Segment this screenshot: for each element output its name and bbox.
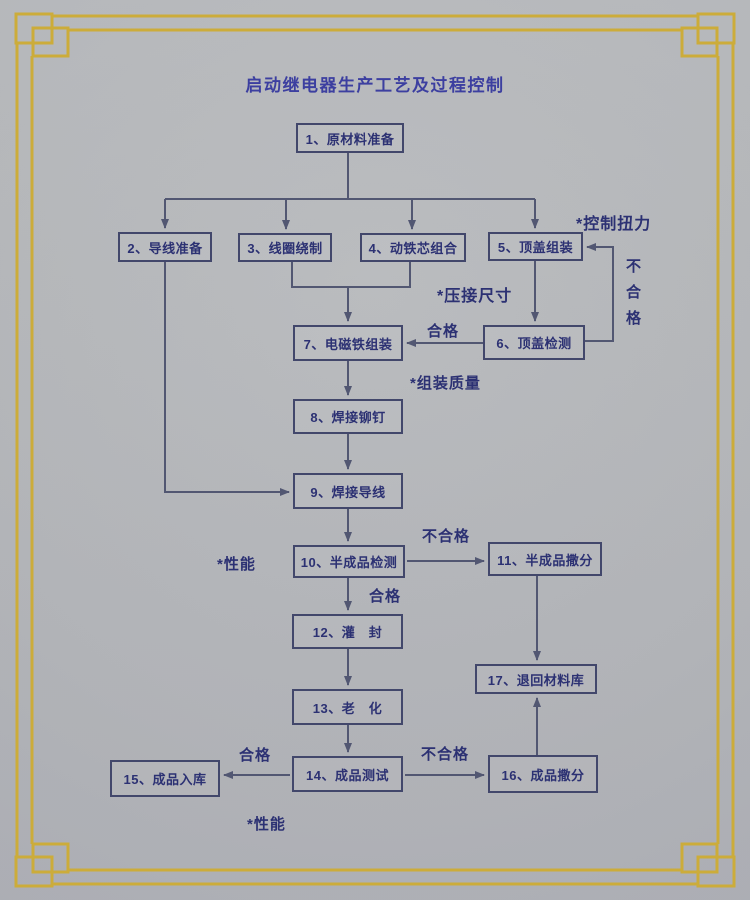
node-12-potting: 12、灌 封 (292, 614, 403, 649)
node-1-raw-material-prep: 1、原材料准备 (296, 123, 404, 153)
node-10-semi-product-test: 10、半成品检测 (293, 545, 405, 578)
label-crimp-size: *压接尺寸 (437, 288, 513, 305)
label-performance-final: *性能 (247, 816, 286, 833)
node-14-final-product-test: 14、成品测试 (292, 756, 403, 792)
node-6-top-cover-inspection: 6、顶盖检测 (483, 325, 585, 360)
node-15-final-product-storage: 15、成品入库 (110, 760, 220, 797)
label-performance-semi: *性能 (217, 556, 256, 573)
connector-n2-to-n9 (164, 262, 290, 496)
label-fail-n6-to-n5: 不合格 (624, 258, 641, 336)
node-9-weld-wires: 9、焊接导线 (293, 473, 403, 509)
node-2-wire-prep: 2、导线准备 (118, 232, 212, 262)
node-4-moving-core-assembly: 4、动铁芯组合 (360, 233, 466, 262)
label-control-torque: *控制扭力 (576, 216, 652, 233)
label-fail-n14-to-n16: 不合格 (421, 746, 470, 763)
node-3-coil-winding: 3、线圈绕制 (238, 233, 332, 262)
label-pass-n14-to-n15: 合格 (239, 747, 272, 764)
label-assembly-quality: *组装质量 (410, 375, 481, 392)
connector-n6-fail-to-n5 (585, 243, 614, 342)
label-pass-n6-to-n7: 合格 (427, 323, 460, 340)
corner-knot-top-right (680, 12, 736, 58)
label-pass-n10-down: 合格 (369, 588, 402, 605)
node-5-top-cover-assembly: 5、顶盖组装 (488, 232, 583, 261)
node-17-return-to-material-store: 17、退回材料库 (475, 664, 597, 694)
node-13-aging: 13、老 化 (292, 689, 403, 725)
corner-knot-top-left (14, 12, 70, 58)
corner-knot-bottom-right (680, 842, 736, 888)
corner-knot-bottom-left (14, 842, 70, 888)
node-8-weld-rivets: 8、焊接铆钉 (293, 399, 403, 434)
node-16-final-product-breakdown: 16、成品撒分 (488, 755, 598, 793)
node-7-electromagnet-assembly: 7、电磁铁组装 (293, 325, 403, 361)
label-fail-n10-to-n11: 不合格 (422, 528, 471, 545)
connector-merge-n3-n4 (291, 262, 411, 288)
node-11-semi-product-breakdown: 11、半成品撒分 (488, 542, 602, 576)
page-title: 启动继电器生产工艺及过程控制 (245, 76, 505, 95)
